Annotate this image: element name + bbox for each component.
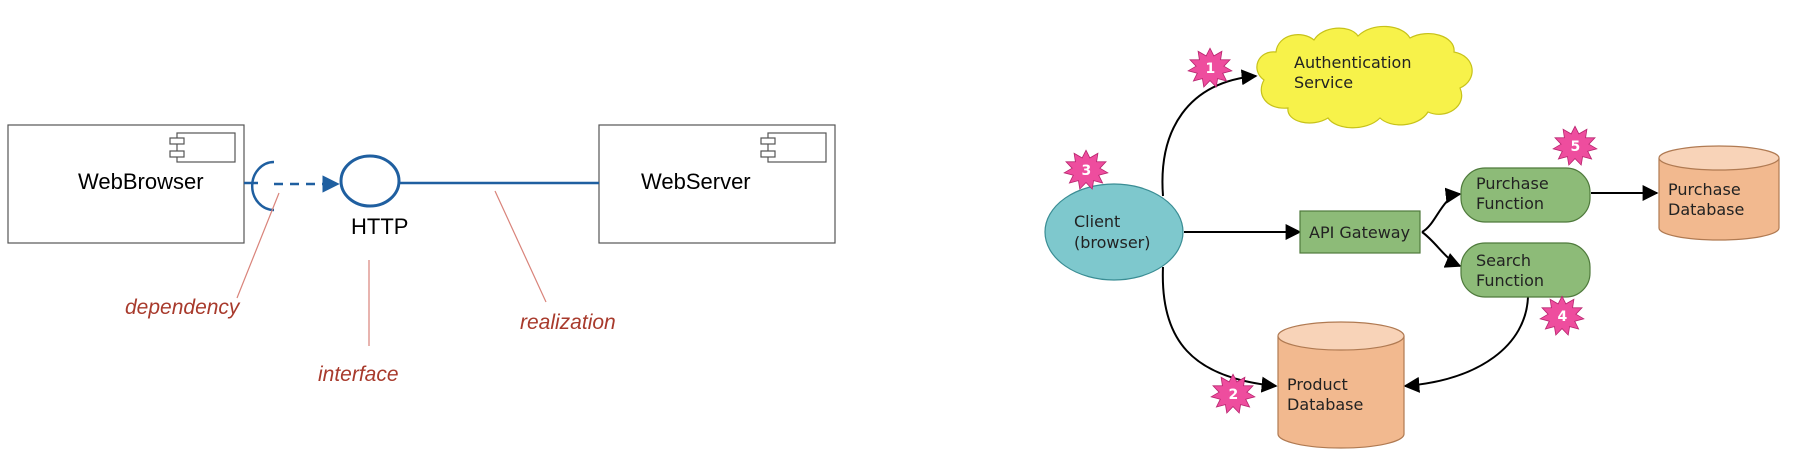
edge-client-productdb — [1161, 266, 1278, 393]
step-badge-3: 3 — [1063, 149, 1109, 190]
edge-gateway-purchase — [1421, 187, 1462, 233]
auth-label-line2: Service — [1294, 73, 1353, 92]
api-gateway-node: API Gateway — [1299, 210, 1421, 254]
lollipop-icon — [339, 154, 401, 208]
svg-text:5: 5 — [1571, 139, 1581, 155]
step-badge-1: 1 — [1187, 47, 1233, 88]
dependency-connector — [244, 160, 340, 212]
socket-icon — [251, 160, 275, 212]
edge-gateway-search — [1421, 231, 1462, 268]
webbrowser-component: WebBrowser — [7, 124, 245, 244]
step-badge-2: 2 — [1210, 373, 1256, 414]
svg-text:2: 2 — [1229, 387, 1239, 403]
client-node: Client (browser) — [1044, 183, 1184, 281]
component-icon — [760, 132, 827, 163]
webserver-label: WebServer — [641, 169, 751, 194]
search-function-label-line1: Search — [1476, 251, 1531, 270]
purchase-database-label-line1: Purchase — [1668, 180, 1741, 199]
product-database-label-line1: Product — [1287, 375, 1348, 394]
api-gateway-label: API Gateway — [1309, 223, 1410, 242]
webbrowser-label: WebBrowser — [78, 169, 204, 194]
edge-search-productdb — [1403, 296, 1529, 393]
purchase-function-label-line1: Purchase — [1476, 174, 1549, 193]
auth-label-line1: Authentication — [1294, 53, 1411, 72]
purchase-database-label-line2: Database — [1668, 200, 1744, 219]
purchase-function-label-line2: Function — [1476, 194, 1544, 213]
step-badges: 1 2 3 4 5 — [1063, 47, 1598, 414]
search-function-label-line2: Function — [1476, 271, 1544, 290]
authentication-service-cloud: Authentication Service — [1256, 25, 1473, 129]
component-icon — [169, 132, 236, 163]
svg-text:3: 3 — [1082, 163, 1092, 179]
http-interface: HTTP — [339, 154, 599, 239]
client-label-line2: (browser) — [1074, 233, 1151, 252]
purchase-database-node: Purchase Database — [1658, 145, 1780, 241]
webserver-component: WebServer — [598, 124, 836, 244]
svg-text:1: 1 — [1206, 61, 1216, 77]
annotation-pointers — [236, 190, 547, 346]
realization-annotation: realization — [520, 311, 616, 334]
edges — [1161, 69, 1659, 393]
http-label: HTTP — [351, 214, 408, 239]
purchase-function-node: Purchase Function — [1460, 167, 1591, 223]
edge-client-auth — [1161, 69, 1258, 197]
product-database-label-line2: Database — [1287, 395, 1363, 414]
client-label-line1: Client — [1074, 212, 1120, 231]
search-function-node: Search Function — [1460, 242, 1591, 298]
step-badge-5: 5 — [1552, 125, 1598, 166]
interface-annotation: interface — [318, 363, 399, 386]
svg-text:4: 4 — [1558, 309, 1568, 325]
product-database-node: Product Database — [1277, 321, 1405, 449]
step-badge-4: 4 — [1539, 295, 1585, 336]
uml-component-diagram: WebBrowser WebServer HTTP — [7, 124, 836, 386]
serverless-architecture-diagram: Authentication Service Client (browser) … — [1044, 25, 1780, 449]
dependency-annotation: dependency — [125, 296, 241, 319]
